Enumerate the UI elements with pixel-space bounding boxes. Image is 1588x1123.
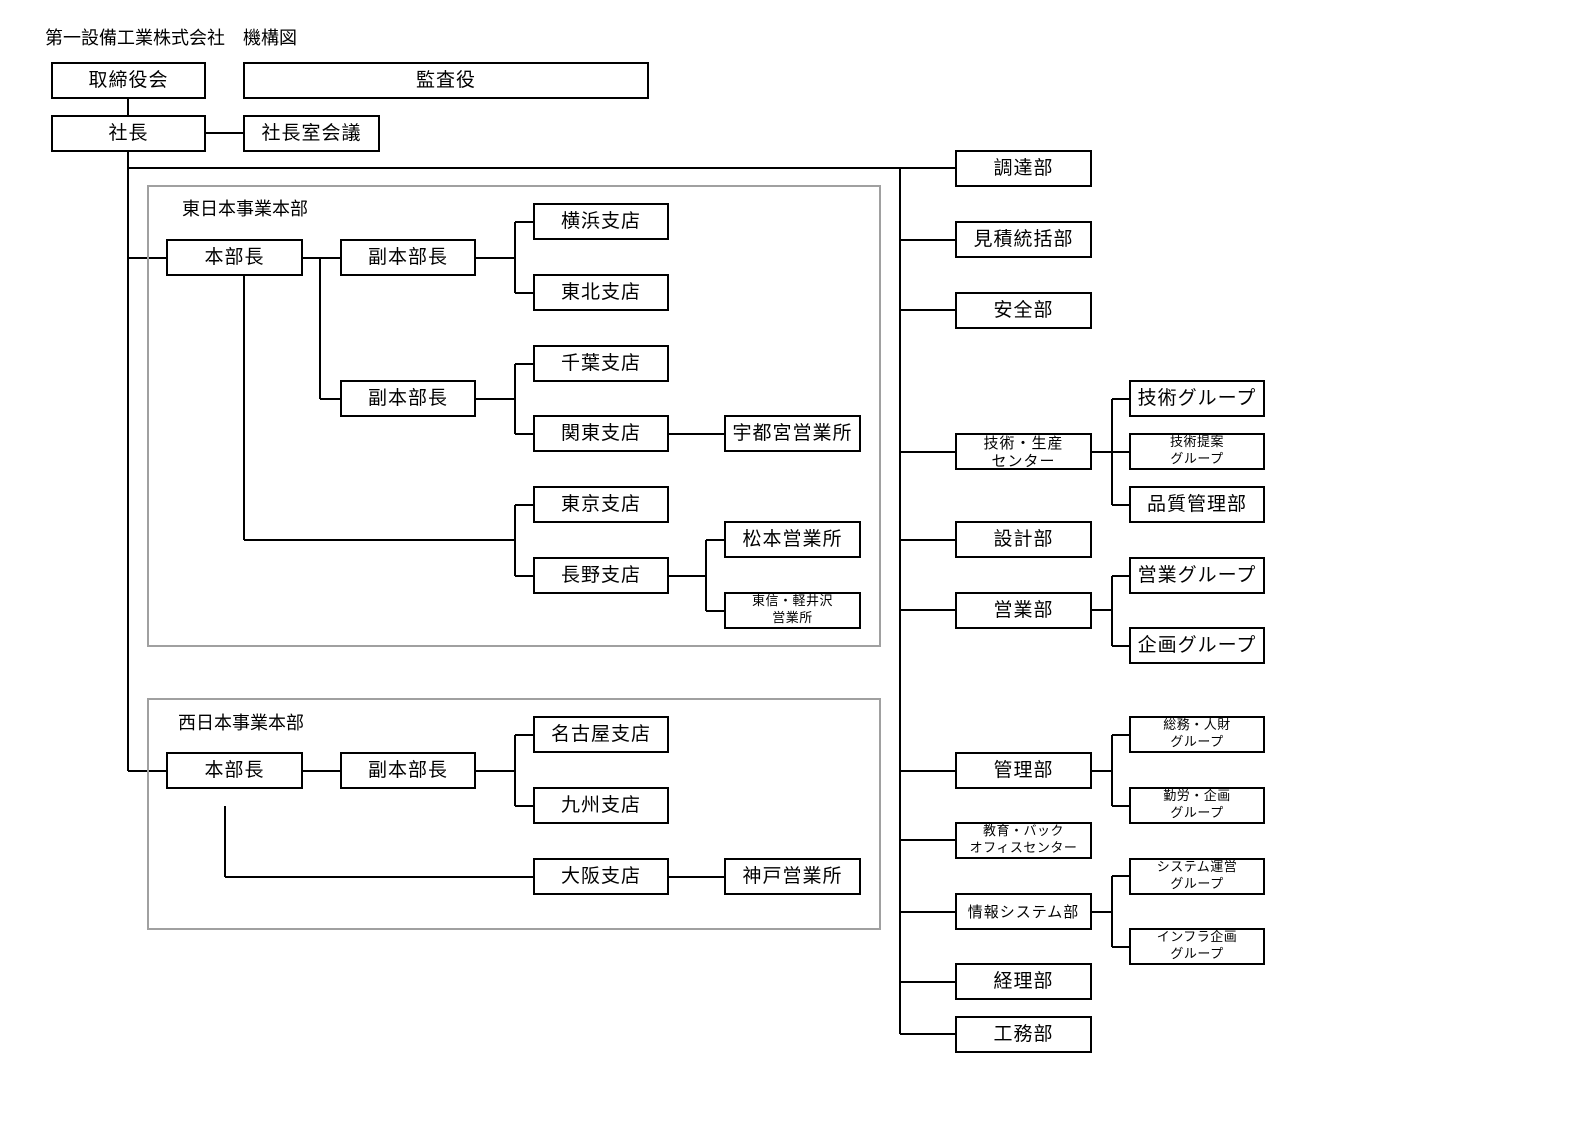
president-box: 社長 xyxy=(51,115,206,152)
tokyo-branch-box: 東京支店 xyxy=(533,486,669,523)
nagano-branch-box: 長野支店 xyxy=(533,557,669,594)
sales-group-box: 営業グループ xyxy=(1129,557,1265,594)
yokohama-branch-box: 横浜支店 xyxy=(533,203,669,240)
west-hq-head-box: 本部長 xyxy=(166,752,303,789)
matsumoto-office-box: 松本営業所 xyxy=(724,521,861,558)
sales-dept-box: 営業部 xyxy=(955,592,1092,629)
west-division-title: 西日本事業本部 xyxy=(178,713,304,734)
west-deputy-box: 副本部長 xyxy=(340,752,476,789)
auditor-box: 監査役 xyxy=(243,62,649,99)
management-dept-box: 管理部 xyxy=(955,752,1092,789)
kobe-office-box: 神戸営業所 xyxy=(724,858,861,895)
info-systems-dept-box: 情報システム部 xyxy=(955,893,1092,930)
tohoku-branch-box: 東北支店 xyxy=(533,274,669,311)
procurement-dept-box: 調達部 xyxy=(955,150,1092,187)
chiba-branch-box: 千葉支店 xyxy=(533,345,669,382)
east-deputy-1-box: 副本部長 xyxy=(340,239,476,276)
tech-production-center-box: 技術・生産 センター xyxy=(955,433,1092,470)
estimate-dept-box: 見積統括部 xyxy=(955,221,1092,258)
safety-dept-box: 安全部 xyxy=(955,292,1092,329)
nagoya-branch-box: 名古屋支店 xyxy=(533,716,669,753)
kyushu-branch-box: 九州支店 xyxy=(533,787,669,824)
chart-title: 第一設備工業株式会社 機構図 xyxy=(45,28,297,49)
accounting-dept-box: 経理部 xyxy=(955,963,1092,1000)
board-of-directors-box: 取締役会 xyxy=(51,62,206,99)
tech-group-box: 技術グループ xyxy=(1129,380,1265,417)
labor-planning-group-box: 勤労・企画 グループ xyxy=(1129,787,1265,824)
utsunomiya-office-box: 宇都宮営業所 xyxy=(724,415,861,452)
east-division-frame xyxy=(147,185,881,647)
quality-dept-box: 品質管理部 xyxy=(1129,486,1265,523)
system-operations-group-box: システム運営 グループ xyxy=(1129,858,1265,895)
tech-proposal-group-box: 技術提案 グループ xyxy=(1129,433,1265,470)
infra-planning-group-box: インフラ企画 グループ xyxy=(1129,928,1265,965)
east-deputy-2-box: 副本部長 xyxy=(340,380,476,417)
kanto-branch-box: 関東支店 xyxy=(533,415,669,452)
general-affairs-hr-group-box: 総務・人財 グループ xyxy=(1129,716,1265,753)
planning-group-box: 企画グループ xyxy=(1129,627,1265,664)
osaka-branch-box: 大阪支店 xyxy=(533,858,669,895)
design-dept-box: 設計部 xyxy=(955,521,1092,558)
toshin-karuizawa-office-box: 東信・軽井沢 営業所 xyxy=(724,592,861,629)
construction-dept-box: 工務部 xyxy=(955,1016,1092,1053)
education-backoffice-center-box: 教育・バック オフィスセンター xyxy=(955,822,1092,859)
president-council-box: 社長室会議 xyxy=(243,115,380,152)
east-hq-head-box: 本部長 xyxy=(166,239,303,276)
west-division-frame xyxy=(147,698,881,930)
east-division-title: 東日本事業本部 xyxy=(182,199,308,220)
